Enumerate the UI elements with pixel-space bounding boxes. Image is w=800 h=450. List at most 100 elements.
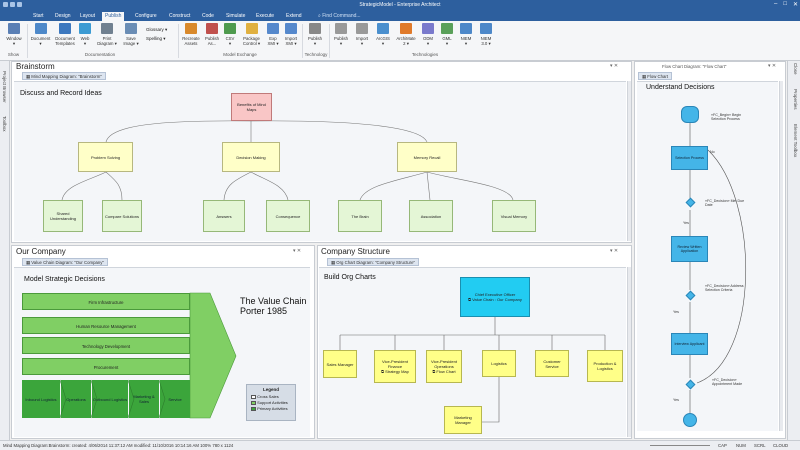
close-icon[interactable]: ✕: [296, 248, 302, 254]
pin-icon[interactable]: ▾: [293, 248, 296, 254]
properties-tab[interactable]: Properties: [793, 89, 798, 110]
close-icon[interactable]: ✕: [771, 63, 777, 69]
import-tech-sub: ▾: [360, 41, 364, 46]
structure-diagram-tab[interactable]: ▦ Org Chart Diagram: "Company Structure": [327, 258, 420, 266]
group-separator: [302, 24, 303, 58]
technology-publish-icon: [309, 23, 321, 34]
mindmap-leaf[interactable]: Association: [409, 200, 453, 232]
menu-design[interactable]: Design: [55, 13, 71, 19]
spelling-button[interactable]: Spelling ▾: [146, 36, 166, 41]
menu-configure[interactable]: Configure: [135, 13, 157, 19]
flow-step[interactable]: Selection Process: [671, 146, 708, 170]
flow-scrollbar[interactable]: [779, 81, 783, 431]
arcgis-button[interactable]: ArcGIS▾: [373, 23, 393, 46]
mindmap-branch[interactable]: Problem Solving: [78, 142, 133, 172]
org-report[interactable]: Vice-President Operations⧉ Flow Chart: [426, 350, 462, 383]
menu-start[interactable]: Start: [33, 13, 44, 19]
document-button[interactable]: Document▾: [29, 23, 52, 46]
flow-step[interactable]: Review Written Application: [671, 236, 708, 262]
menu-extend[interactable]: Extend: [286, 13, 302, 19]
support-activity[interactable]: Firm Infrastructure: [22, 293, 190, 310]
support-activity[interactable]: Procurement: [22, 358, 190, 375]
csv-button[interactable]: CSV▾: [222, 23, 238, 46]
glossary-button[interactable]: Glossary ▾: [146, 27, 168, 32]
odm-button[interactable]: ODM▾: [419, 23, 437, 46]
flow-end-node[interactable]: [683, 413, 697, 427]
undo-icon[interactable]: [17, 2, 22, 7]
company-diagram-tab[interactable]: ▦ Value Chain Diagram: "Our Company": [22, 258, 108, 266]
technology-publish-button[interactable]: Publish▾: [304, 23, 326, 46]
org-ceo-link[interactable]: ⧉ Value Chain : Our Company: [468, 297, 522, 302]
zoom-slider[interactable]: [650, 445, 710, 446]
close-icon[interactable]: ✕: [613, 248, 619, 254]
menu-construct[interactable]: Construct: [169, 13, 191, 19]
technologies-publish-button[interactable]: Publish▾: [331, 23, 351, 46]
flow-chart-tab[interactable]: ▦ Flow Chart: [638, 72, 673, 80]
org-report-link[interactable]: ⧉ Strategy Map: [381, 369, 409, 374]
mindmap-leaf[interactable]: Compare Solutions: [102, 200, 142, 232]
close-icon[interactable]: ✕: [613, 63, 619, 69]
org-sub[interactable]: Marketing Manager: [444, 406, 482, 434]
org-report[interactable]: Customer Service: [535, 350, 569, 377]
gml-label: GML: [442, 36, 452, 41]
publish-icon: [206, 23, 218, 34]
mindmap-leaf[interactable]: Consequence: [266, 200, 310, 232]
brainstorm-diagram-tab[interactable]: ▦ Mind Mapping Diagram: "Brainstorm": [22, 72, 106, 80]
niem-button[interactable]: NIEM▾: [457, 23, 475, 46]
org-report-link[interactable]: ⧉ Flow Chart: [432, 369, 455, 374]
flow-begin-node[interactable]: [681, 106, 699, 123]
menu-publish[interactable]: Publish: [102, 12, 125, 21]
mindmap-branch[interactable]: Memory Recall: [397, 142, 457, 172]
org-ceo[interactable]: Chief Executive Officer⧉ Value Chain : O…: [460, 277, 530, 317]
quick-access-toolbar[interactable]: [3, 2, 22, 7]
org-report[interactable]: Vice-President Finance⧉ Strategy Map: [374, 350, 416, 383]
menu-simulate[interactable]: Simulate: [226, 13, 246, 19]
technologies-import-button[interactable]: Import▾: [352, 23, 372, 46]
menu-execute[interactable]: Execute: [256, 13, 275, 19]
save-icon[interactable]: [10, 2, 15, 7]
close-window-icon[interactable]: ✕: [792, 2, 798, 8]
element-toolbox-tab[interactable]: Element Toolbox: [793, 124, 798, 158]
structure-scrollbar[interactable]: [627, 267, 631, 437]
pin-icon[interactable]: ▾: [610, 63, 613, 69]
menu-layout[interactable]: Layout: [80, 13, 96, 19]
close-tab[interactable]: Close: [793, 63, 798, 75]
web-button[interactable]: Web▾: [78, 23, 92, 46]
brainstorm-scrollbar[interactable]: [627, 81, 631, 241]
mindmap-leaf[interactable]: Shared Understanding: [43, 200, 83, 232]
publish-tech-label: Publish: [333, 36, 349, 41]
mindmap-leaf[interactable]: Visual Memory: [492, 200, 536, 232]
pin-icon[interactable]: ▾: [768, 63, 771, 69]
support-activity[interactable]: Technology Development: [22, 337, 190, 354]
menu-code[interactable]: Code: [202, 13, 214, 19]
flow-step[interactable]: Interview Applicant: [671, 333, 708, 355]
minimize-icon[interactable]: –: [774, 1, 778, 7]
primary-activity[interactable]: Inbound Logistics: [22, 380, 60, 418]
status-num: NUM: [736, 443, 746, 448]
org-report[interactable]: Production & Logistics: [587, 350, 623, 382]
support-activity[interactable]: Human Resource Management: [22, 317, 190, 334]
gml-button[interactable]: GML▾: [438, 23, 456, 46]
maximize-icon[interactable]: □: [783, 1, 787, 7]
window-button[interactable]: Window▾: [4, 23, 24, 46]
mindmap-branch[interactable]: Decision Making: [222, 142, 280, 172]
pin-icon[interactable]: ▾: [610, 248, 613, 254]
org-report[interactable]: Logistics: [482, 350, 516, 377]
mindmap-leaf[interactable]: Answers: [203, 200, 245, 232]
mindmap-root[interactable]: Benefits of Mind Maps: [231, 93, 272, 121]
org-report[interactable]: Sales Manager: [323, 350, 357, 378]
mindmap-leaf[interactable]: The Brain: [338, 200, 382, 232]
primary-activity[interactable]: Outbound Logistics: [92, 380, 128, 418]
find-command-input[interactable]: ⌕ Find Command...: [318, 13, 361, 19]
